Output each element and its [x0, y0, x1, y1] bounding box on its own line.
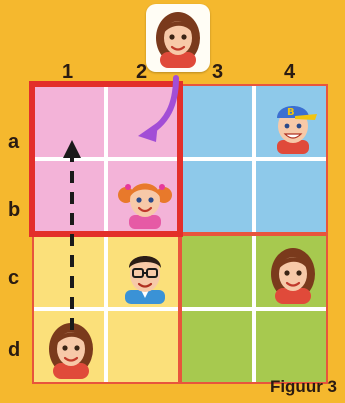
board-cell-d2[interactable]: [106, 309, 180, 384]
svg-text:B: B: [287, 107, 295, 118]
game-board: B: [32, 84, 328, 384]
woman-icon: [150, 8, 206, 73]
row-label-c: c: [8, 268, 19, 288]
board-cell-c3[interactable]: [180, 234, 254, 309]
column-label-1: 1: [62, 62, 73, 82]
row-label-b: b: [8, 200, 20, 220]
board-cell-d3[interactable]: [180, 309, 254, 384]
board-cell-b3[interactable]: [180, 159, 254, 234]
woman-icon: [265, 244, 321, 304]
woman-icon: [43, 319, 99, 379]
man-glasses-icon: [117, 244, 173, 304]
row-label-d: d: [8, 340, 20, 360]
piece-card[interactable]: [146, 4, 210, 72]
boy-cap-icon: B: [265, 94, 321, 154]
board-cell-c4[interactable]: [254, 234, 328, 309]
board-cell-d1[interactable]: [32, 309, 106, 384]
column-label-2: 2: [136, 62, 147, 82]
board-cell-d4[interactable]: [254, 309, 328, 384]
board-cell-c2[interactable]: [106, 234, 180, 309]
board-cell-b1[interactable]: [32, 159, 106, 234]
board-cell-b2[interactable]: [106, 159, 180, 234]
board-cell-c1[interactable]: [32, 234, 106, 309]
column-label-4: 4: [284, 62, 295, 82]
board-cell-a3[interactable]: [180, 84, 254, 159]
board-cell-a2[interactable]: [106, 84, 180, 159]
row-label-a: a: [8, 132, 19, 152]
board-cell-b4[interactable]: [254, 159, 328, 234]
column-label-3: 3: [212, 62, 223, 82]
figure-label: Figuur 3: [270, 377, 337, 397]
girl-pigtails-icon: [117, 169, 173, 229]
board-cell-a1[interactable]: [32, 84, 106, 159]
board-cell-a4[interactable]: B: [254, 84, 328, 159]
